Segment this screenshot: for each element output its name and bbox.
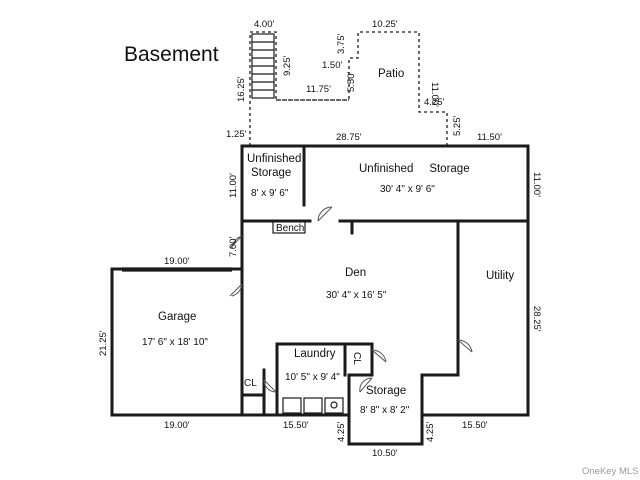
exterior-stair	[251, 33, 275, 99]
dim-bump-width: 10.50'	[372, 448, 398, 459]
unfinished-storage-small-label-2: Storage	[251, 167, 291, 179]
dim-right-segment: 11.50'	[477, 132, 502, 143]
dim-garage-bottom: 19.00'	[164, 420, 190, 431]
plan-title: Basement	[124, 43, 219, 66]
watermark: OneKey MLS	[582, 466, 639, 477]
dim-patio-step: 4.25'	[424, 97, 444, 108]
dim-stair-depth: 9.25'	[282, 56, 293, 76]
dim-utility-height: 28.25'	[531, 306, 542, 332]
laundry-size: 10' 5" x 9' 4"	[285, 372, 340, 383]
dim-storage-height-right: 11.00'	[531, 172, 542, 197]
unfinished-storage-large-size: 30' 4" x 9' 6"	[380, 184, 435, 195]
den-size: 30' 4" x 16' 5"	[326, 290, 387, 301]
dim-bottom-mid: 15.50'	[283, 420, 309, 431]
dim-storage-width: 28.75'	[336, 132, 362, 143]
dim-patio-top: 10.25'	[372, 19, 398, 30]
dim-patio-right: 11.00'	[429, 82, 440, 107]
dim-patio-notch-a: 3.75'	[336, 34, 347, 54]
dim-storage-height-left: 11.00'	[228, 173, 239, 198]
closet-garage-label: CL	[244, 378, 257, 389]
bench-label: Bench	[276, 223, 304, 234]
dim-patio-bottom-step: 5.25'	[452, 116, 463, 136]
dim-patio-notch-c: 5.50'	[346, 72, 357, 92]
dim-garage-top: 19.00'	[164, 256, 190, 267]
interior-walls	[240, 144, 460, 417]
patio-outline	[249, 31, 448, 146]
unfinished-storage-small-size: 8' x 9' 6"	[251, 188, 289, 199]
dim-left-run: 16.25'	[236, 76, 247, 102]
closet-laundry-label: CL	[351, 352, 362, 365]
laundry-label: Laundry	[294, 348, 336, 360]
patio-label: Patio	[378, 68, 404, 80]
dim-den-left: 7.00'	[228, 237, 239, 257]
garage-size: 17' 6" x 18' 10"	[142, 337, 208, 348]
bench	[272, 220, 306, 234]
den-label: Den	[345, 267, 366, 279]
exterior-walls	[110, 144, 530, 446]
storage-size: 8' 8" x 8' 2"	[360, 405, 410, 416]
unfinished-storage-small-label-1: Unfinished	[247, 153, 301, 165]
dim-bump-left: 4.25'	[336, 422, 347, 442]
dim-middle-run: 11.75'	[306, 84, 331, 95]
utility-label: Utility	[486, 270, 514, 282]
garage-label: Garage	[158, 311, 196, 323]
dim-bump-right: 4.25'	[425, 422, 436, 442]
doors	[229, 206, 473, 393]
dim-garage-height: 21.25'	[98, 330, 109, 356]
storage-label: Storage	[366, 385, 406, 397]
dim-patio-notch-b: 1.50'	[322, 60, 342, 71]
dim-bottom-right: 15.50'	[462, 420, 488, 431]
dim-offset-left: 1.25'	[226, 129, 246, 140]
unfinished-storage-large-label: Unfinished Storage	[359, 163, 470, 175]
laundry-appliances	[282, 397, 344, 414]
dim-stair-width: 4.00'	[254, 19, 274, 30]
